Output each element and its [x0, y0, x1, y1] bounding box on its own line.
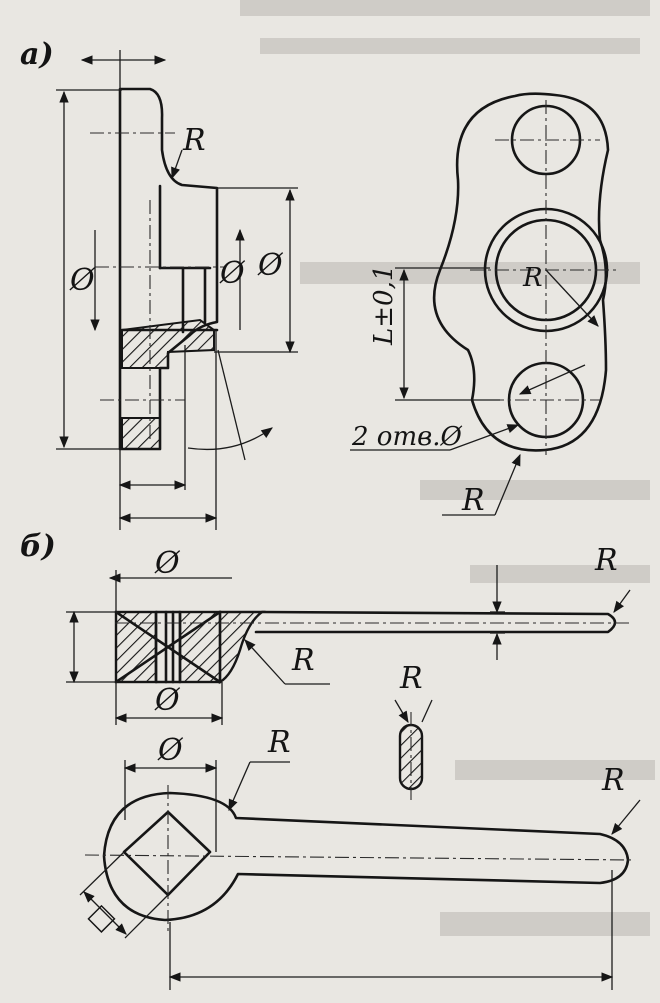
wrench-side-view: [114, 610, 630, 685]
flange-outer-diameter-label: Ø: [69, 263, 96, 298]
plate-outer-radius-label: R: [461, 483, 485, 518]
label-b: б): [20, 529, 56, 564]
plate-labels: R L±0,1 2 отв.Ø R: [351, 263, 543, 518]
label-a: а): [20, 37, 54, 72]
side-fillet-radius-label: R: [291, 643, 315, 678]
plan-tip-radius-label: R: [601, 763, 625, 798]
plan-square-label: □: [83, 899, 122, 938]
plate-dimensions: [350, 267, 599, 516]
flange-radius-label: R: [182, 123, 206, 158]
wrench-side-dimensions: [66, 565, 631, 725]
wrench-side-labels: б) Ø Ø R R: [20, 529, 618, 718]
flange-labels: а) R Ø Ø Ø: [20, 37, 284, 298]
plate-holes-label: 2 отв.Ø: [351, 422, 463, 452]
wrench-plan-dimensions: [79, 699, 641, 990]
side-tip-radius-label: R: [594, 543, 618, 578]
flange-inner-diameter-label: Ø: [219, 256, 246, 291]
flange-dimensions: [56, 50, 298, 530]
side-bottom-diameter-label: Ø: [154, 683, 181, 718]
background-text-ghost: [240, 0, 655, 936]
plan-diameter-label: Ø: [157, 733, 184, 768]
flange-boss-diameter-label: Ø: [257, 248, 284, 283]
plate-inner-radius-label: R: [522, 263, 543, 293]
plate-view: [432, 92, 620, 455]
plate-center-distance-label: L±0,1: [369, 265, 399, 346]
plan-section-radius-label: R: [399, 661, 423, 696]
side-top-diameter-label: Ø: [154, 546, 181, 581]
plan-head-radius-label: R: [267, 725, 291, 760]
flange-section: [90, 87, 225, 451]
